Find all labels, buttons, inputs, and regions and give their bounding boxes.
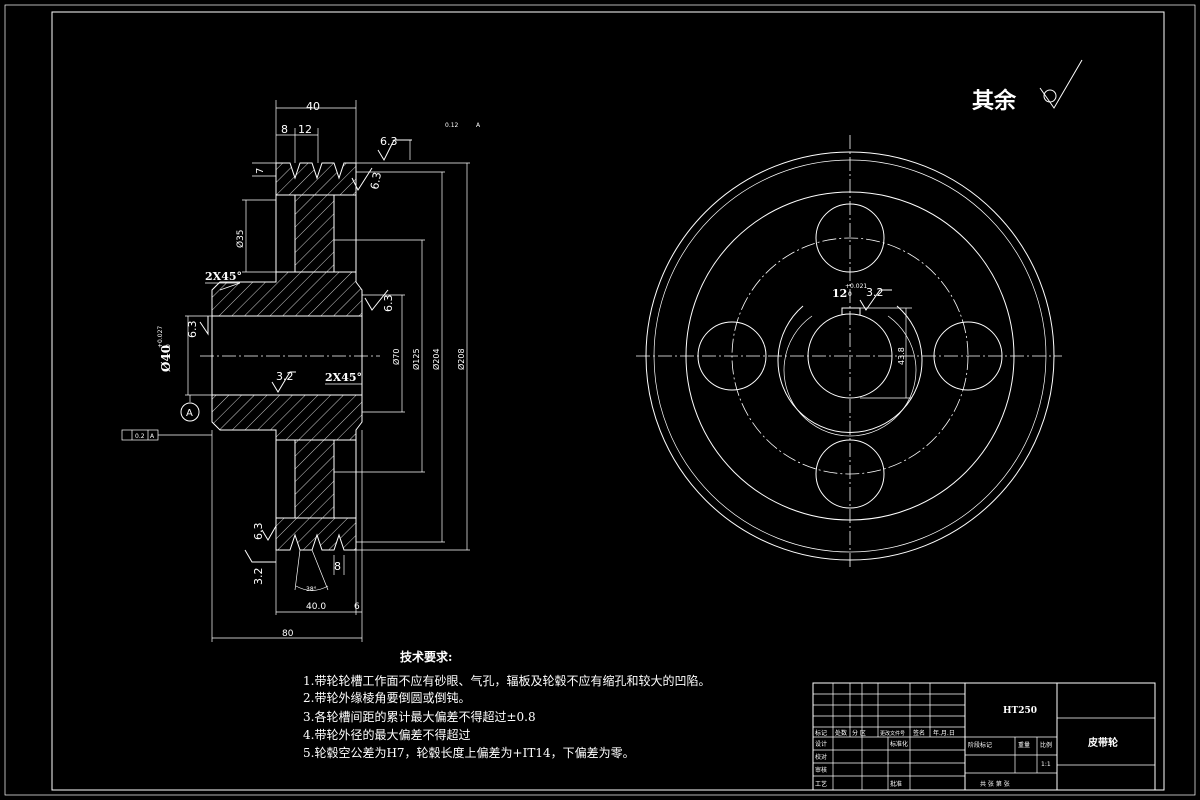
requirement-2: 2.带轮外缘棱角要倒圆或倒钝。 [303, 691, 471, 705]
tb-h4: 更改文件号 [880, 730, 905, 737]
bore-tol-upper: +0.027 [157, 326, 164, 348]
outer-circle-2 [653, 159, 1047, 553]
tb-h1: 标记 [815, 729, 827, 737]
dim80-label: 80 [282, 629, 294, 639]
rim-bottom [275, 517, 357, 551]
hole-pitch-circle [731, 237, 969, 475]
tb-material: HT250 [1003, 706, 1037, 716]
chamfer-2-label: 2X45° [325, 371, 362, 384]
flat-tol: 0.2 [135, 433, 145, 440]
tb-scale: 1:1 [1041, 761, 1051, 768]
w12-label: 12 [298, 123, 312, 136]
d204-label: Ø204 [431, 348, 441, 370]
rim-top [275, 162, 357, 196]
web-top-left [275, 194, 296, 273]
tb-design: 设计 [815, 740, 827, 748]
web-hole-left [697, 321, 767, 391]
requirements-title: 技术要求: [400, 650, 453, 664]
web-top-hatch [294, 194, 335, 273]
title-block: 标记 处数 分 区 更改文件号 签名 年.月.日 设计 标准化 校对 审核 工艺… [812, 682, 1156, 791]
requirement-5: 5.轮毂空公差为H7，轮毂长度上偏差为+IT14，下偏差为零。 [303, 746, 635, 760]
hub-arc [777, 305, 923, 434]
tb-part-name: 皮带轮 [1087, 736, 1118, 749]
datum-label: A [186, 408, 193, 419]
key-h-label: 43.8 [897, 347, 906, 365]
tb-h2: 处数 [835, 729, 847, 737]
d70-label: Ø70 [391, 349, 401, 365]
tb-weight: 重量 [1018, 741, 1030, 749]
section-view: Ø70 Ø125 Ø204 Ø208 40 8 12 6.3 0.12 A 6.… [121, 100, 481, 642]
flat-ref: A [150, 433, 155, 440]
tb-scale-label: 比例 [1040, 741, 1052, 749]
side-r32-label: 3.2 [866, 286, 884, 299]
inner-border [51, 11, 1165, 791]
h7-label: 7 [255, 168, 266, 174]
web-bottom-left [275, 439, 296, 519]
tb-h6: 年.月.日 [933, 729, 955, 737]
tb-craft: 工艺 [815, 780, 827, 788]
tb-h5: 签名 [913, 729, 925, 737]
tb-approve: 批准 [890, 780, 902, 788]
bore [211, 315, 363, 396]
tb-stage: 阶段标记 [968, 741, 992, 749]
bore-circle [807, 313, 893, 399]
tol-frame-top: 0.12 [445, 122, 459, 129]
web-bottom-hatch [294, 439, 335, 519]
r63-top-label: 6.3 [380, 135, 398, 148]
web-top-right [333, 194, 357, 273]
outer-border [4, 4, 1196, 796]
d208-label: Ø208 [456, 348, 466, 370]
rim-inner-circle [685, 191, 1015, 521]
r32-lower-label: 3.2 [252, 568, 265, 586]
dim6-label: 6 [354, 602, 360, 612]
dim40b-label: 40.0 [306, 602, 326, 612]
tb-sheets: 共 张 第 张 [980, 780, 1010, 788]
r63-lower-label: 6.3 [252, 523, 265, 541]
side-view: 43.8 12 +0.021 0 3.2 [636, 135, 1062, 568]
w8-label: 8 [281, 123, 288, 136]
tol-ref-top: A [476, 122, 481, 129]
roughness-check-icon [1039, 59, 1083, 109]
d125-label: Ø125 [411, 348, 421, 370]
tb-check: 审核 [815, 766, 827, 774]
other-surfaces-label: 其余 [972, 88, 1017, 114]
outer-circle [645, 151, 1055, 561]
r32-bore-label: 3.2 [276, 370, 294, 383]
roughness-top: 6.3 [377, 135, 412, 162]
chamfer-1-label: 2X45° [205, 270, 242, 283]
key-tol-lower: 0 [848, 291, 852, 298]
r63-left-label: 6.3 [186, 321, 199, 339]
tb-proof: 校对 [815, 753, 827, 761]
web-hole-bottom [815, 439, 885, 509]
angle-label: 38° [306, 586, 317, 593]
key-w-label: 12 [832, 287, 847, 300]
bore-dim-label: Ø40 [159, 345, 173, 372]
width-40-label: 40 [306, 100, 320, 113]
requirement-1: 1.带轮轮槽工作面不应有砂眼、气孔，辐板及轮毂不应有缩孔和较大的凹陷。 [303, 674, 711, 688]
tb-h3: 分 区 [852, 729, 866, 737]
hub-bottom [211, 394, 363, 441]
web-bottom-right [333, 439, 357, 519]
dim8b-label: 8 [334, 560, 341, 573]
datum-circle [180, 402, 200, 422]
tb-standard: 标准化 [890, 740, 908, 748]
requirement-4: 4.带轮外径的最大偏差不得超过 [303, 728, 471, 742]
web-hole-top [815, 203, 885, 273]
keyway [841, 307, 861, 315]
bore-tol-lower: 0 [165, 344, 172, 348]
d35-label: Ø35 [235, 229, 246, 248]
r63-bore-label: 6.3 [382, 295, 395, 313]
surface-finish-note: 其余 [972, 59, 1083, 114]
web-hole-right [933, 321, 1003, 391]
requirement-3: 3.各轮槽间距的累计最大偏差不得超过±0.8 [303, 710, 536, 724]
r63-groove-label: 6.3 [368, 171, 384, 190]
key-tol-upper: +0.021 [845, 283, 867, 290]
